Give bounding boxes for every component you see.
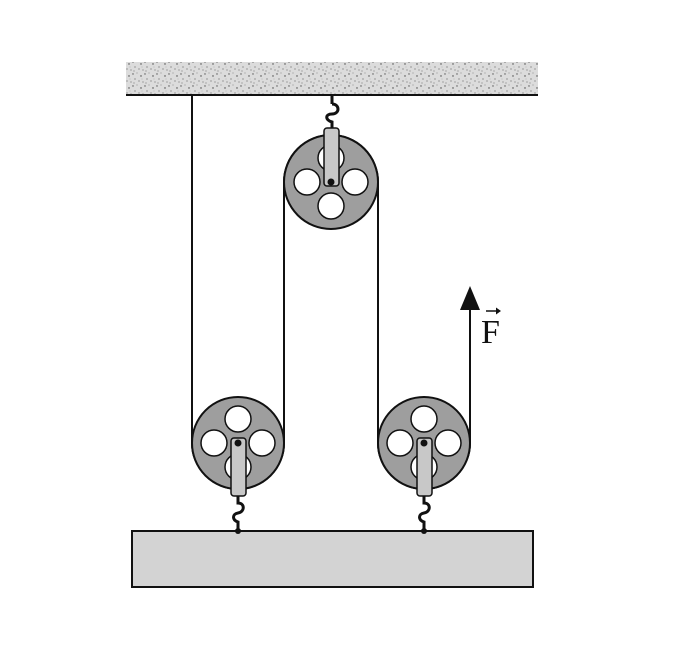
load-hook	[232, 496, 245, 530]
pulley-axle	[327, 178, 335, 186]
pulley-strap	[230, 437, 247, 497]
ceiling-hook	[325, 95, 340, 128]
load-attachment-right	[421, 528, 427, 534]
vector-arrow-icon	[486, 307, 501, 315]
movable-pulley-right	[377, 396, 471, 530]
pulley-hole	[386, 429, 414, 457]
pulley-hole	[434, 429, 462, 457]
fixed-pulley-top	[283, 95, 379, 230]
force-arrow-head	[460, 286, 480, 310]
movable-pulley-left	[191, 396, 285, 530]
pulley-axle	[234, 439, 242, 447]
pulley-hole	[200, 429, 228, 457]
ceiling	[126, 62, 538, 96]
pulley-hole	[248, 429, 276, 457]
load-block	[131, 530, 534, 588]
pulley-hole	[410, 405, 438, 433]
pulley-hole	[341, 168, 369, 196]
load-attachment-left	[235, 528, 241, 534]
force-label: F	[481, 314, 500, 351]
pulley-strap	[323, 127, 340, 187]
load-hook	[418, 496, 431, 530]
pulley-strap	[416, 437, 433, 497]
pulley-hole	[293, 168, 321, 196]
pulley-hole	[224, 405, 252, 433]
pulley-hole	[317, 192, 345, 220]
pulley-axle	[420, 439, 428, 447]
